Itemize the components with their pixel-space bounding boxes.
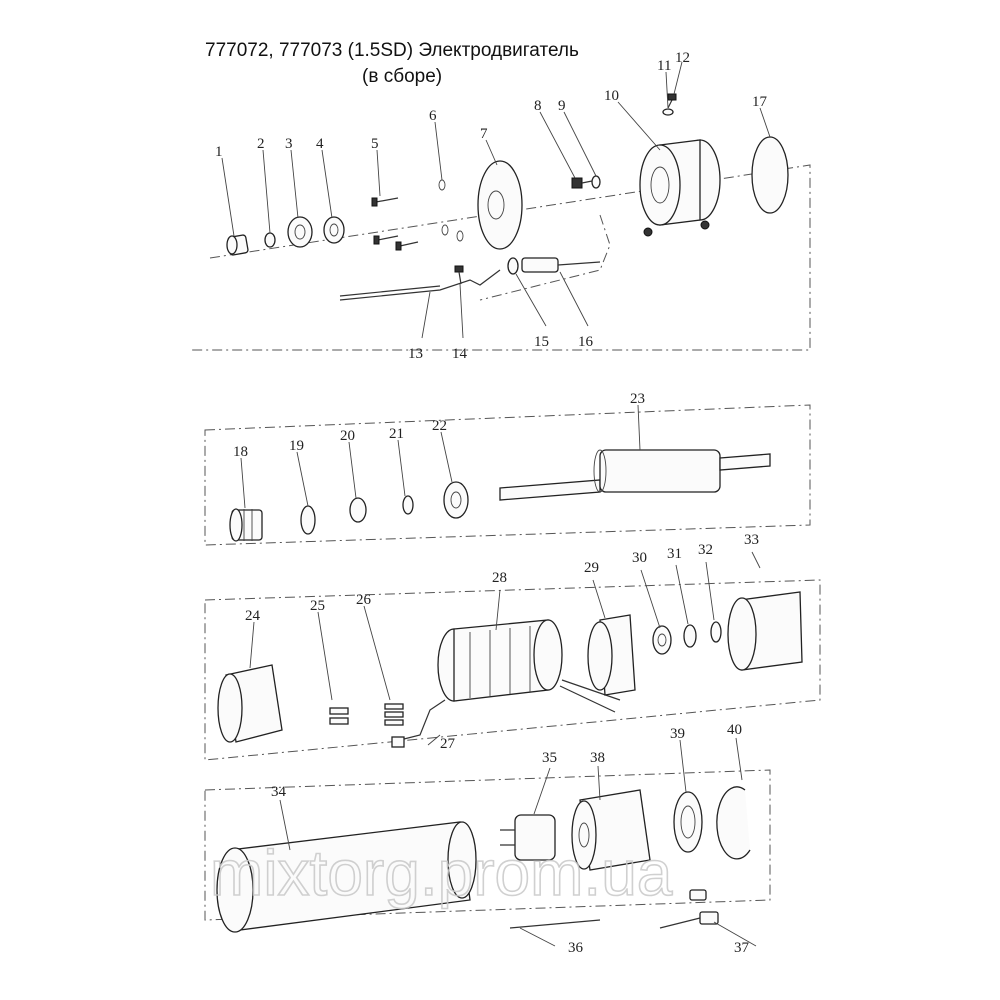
part-26-pins (384, 703, 404, 726)
label-part-40: 40 (727, 722, 742, 738)
label-part-5: 5 (371, 136, 379, 152)
leaders-row2 (240, 404, 641, 509)
label-part-12: 12 (675, 50, 690, 66)
part-21-ring (402, 495, 414, 515)
part-24-sleeve (217, 664, 283, 743)
part-28-stator (437, 619, 621, 713)
part-16-cable-gland (521, 257, 601, 273)
part-3-bearing (287, 216, 313, 248)
label-part-22: 22 (432, 418, 447, 434)
part-29-sleeve (587, 614, 636, 696)
label-part-14: 14 (452, 346, 468, 362)
part-39-diaphragm (673, 791, 703, 853)
label-part-7: 7 (480, 126, 488, 142)
label-part-25: 25 (310, 598, 325, 614)
part-7-flange (477, 160, 523, 250)
part-33-sleeve (727, 591, 803, 671)
assembly-frame-row4 (204, 769, 771, 921)
label-part-4: 4 (316, 136, 324, 152)
label-part-13: 13 (408, 346, 423, 362)
label-part-9: 9 (558, 98, 566, 114)
label-part-32: 32 (698, 542, 713, 558)
label-part-24: 24 (245, 608, 261, 624)
label-part-28: 28 (492, 570, 507, 586)
part-12-screw (667, 93, 677, 109)
assembly-frame-row3 (204, 579, 821, 761)
part-35-terminal-block (500, 814, 556, 861)
label-part-1: 1 (215, 144, 223, 160)
part-37-plugs (659, 889, 719, 929)
part-9-washer (591, 175, 601, 189)
part-30-bearing (652, 625, 672, 655)
label-part-33: 33 (744, 532, 759, 548)
label-part-30: 30 (632, 550, 647, 566)
label-part-8: 8 (534, 98, 542, 114)
leaders-row3 (249, 551, 761, 746)
label-part-21: 21 (389, 426, 404, 442)
part-19-ring (300, 505, 316, 535)
label-part-16: 16 (578, 334, 594, 350)
label-part-20: 20 (340, 428, 355, 444)
label-part-34: 34 (271, 784, 287, 800)
part-8-screw (571, 177, 593, 189)
label-part-15: 15 (534, 334, 549, 350)
part-31-ring (683, 624, 697, 648)
watermark-text: mixtorg.prom.ua (210, 837, 673, 909)
part-18-threaded-coupling (229, 508, 263, 542)
part-5-screws (371, 197, 419, 251)
label-part-39: 39 (670, 726, 685, 742)
label-part-38: 38 (590, 750, 605, 766)
part-36-wire (509, 919, 601, 929)
label-part-31: 31 (667, 546, 682, 562)
label-part-19: 19 (289, 438, 304, 454)
label-part-11: 11 (657, 58, 671, 74)
label-part-29: 29 (584, 560, 599, 576)
part-4-bearing (323, 216, 345, 244)
label-part-26: 26 (356, 592, 372, 608)
diagram-title: 777072, 777073 (1.5SD) Электродвигатель (205, 40, 579, 61)
part-1-bushing (226, 234, 249, 256)
leaders-row4 (279, 737, 757, 947)
part-6-washers (438, 179, 464, 242)
part-23-rotor-shaft (499, 449, 771, 501)
label-part-36: 36 (568, 940, 584, 956)
part-13-cable (339, 269, 501, 301)
label-part-35: 35 (542, 750, 557, 766)
label-part-2: 2 (257, 136, 265, 152)
part-40-snap-ring (716, 786, 751, 860)
label-part-37: 37 (734, 940, 750, 956)
part-20-washer (349, 497, 367, 523)
part-25-pins (329, 707, 349, 725)
leaders-row1 (221, 61, 771, 339)
label-part-17: 17 (752, 94, 768, 110)
part-15-washer (507, 257, 519, 275)
part-number-labels: 1 2 3 4 5 6 7 8 9 10 11 12 13 14 15 16 1… (215, 50, 768, 956)
part-10-housing (639, 139, 721, 237)
part-2-ring (264, 232, 276, 248)
label-part-23: 23 (630, 391, 645, 407)
label-part-27: 27 (440, 736, 456, 752)
label-part-6: 6 (429, 108, 437, 124)
part-11-washer (662, 108, 674, 116)
part-32-ring (710, 621, 722, 643)
part-14-screw (454, 265, 464, 285)
part-38-end-cap (571, 789, 651, 871)
part-22-bearing (443, 481, 469, 519)
assembly-frame-row2 (204, 404, 811, 546)
label-part-10: 10 (604, 88, 619, 104)
label-part-18: 18 (233, 444, 248, 460)
diagram-subtitle: (в сборе) (362, 66, 443, 87)
part-17-o-ring (751, 136, 789, 214)
label-part-3: 3 (285, 136, 293, 152)
part-27-wires (391, 699, 446, 748)
assembly-connector-row1 (479, 214, 611, 301)
